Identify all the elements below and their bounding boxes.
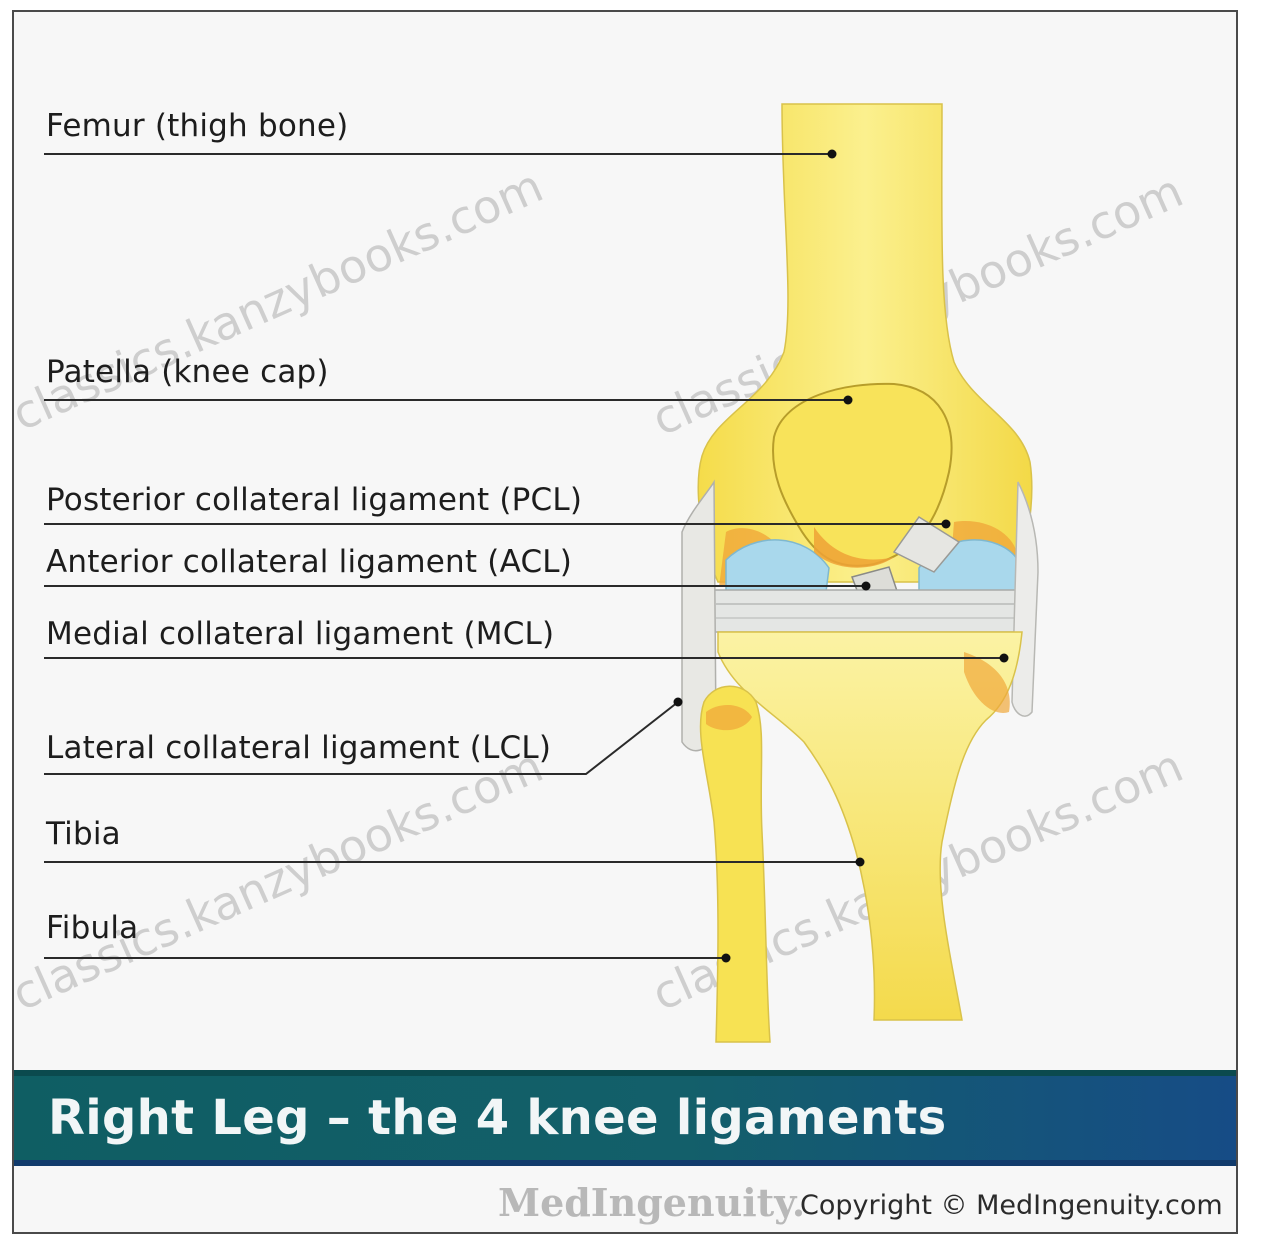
label-pcl: Posterior collateral ligament (PCL) [46,482,582,518]
knee-anatomy-illustration [14,12,1238,1070]
dot-acl [862,582,871,591]
diagram-frame: classics.kanzybooks.com classics.kanzybo… [12,10,1238,1234]
copyright-text: Copyright © MedIngenuity.com [800,1190,1223,1221]
label-acl: Anterior collateral ligament (ACL) [46,544,572,580]
label-fibula: Fibula [46,910,138,946]
fibula-bone [701,686,771,1042]
dot-tibia [856,858,865,867]
dot-mcl [1000,654,1009,663]
label-femur: Femur (thigh bone) [46,108,348,144]
title-band: Right Leg – the 4 knee ligaments [14,1070,1238,1166]
dot-femur [828,150,837,159]
label-lcl: Lateral collateral ligament (LCL) [46,730,551,766]
label-tibia: Tibia [46,816,121,852]
meniscus-band [714,590,1022,632]
diagram-title: Right Leg – the 4 knee ligaments [48,1090,946,1146]
dot-patella [844,396,853,405]
brand-logo: MedIngenuity. [498,1180,805,1225]
dot-pcl [942,520,951,529]
dot-lcl [674,698,683,707]
dot-fibula [722,954,731,963]
label-patella: Patella (knee cap) [46,354,329,390]
label-mcl: Medial collateral ligament (MCL) [46,616,554,652]
